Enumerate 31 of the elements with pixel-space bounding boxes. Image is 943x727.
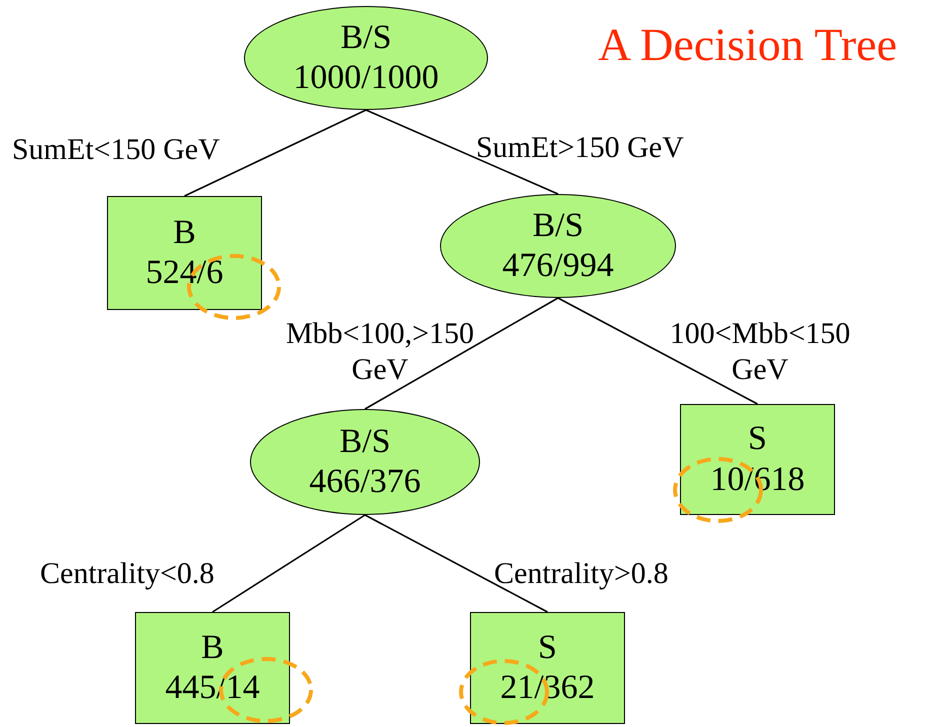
edge-label: Centrality>0.8 <box>494 556 670 592</box>
connector-line <box>364 514 548 613</box>
edge-label: 100<Mbb<150 GeV <box>668 316 852 388</box>
edge-label: Mbb<100,>150 GeV <box>284 316 475 388</box>
leaf-node-box <box>107 196 262 310</box>
event-count: 1000/1000 <box>293 58 439 98</box>
edge-label: Centrality<0.8 <box>40 556 216 592</box>
connector-line <box>558 297 758 405</box>
leaf-node-box <box>470 612 625 724</box>
event-count: 21/362 <box>500 668 595 708</box>
edge-label: SumEt<150 GeV <box>12 132 221 168</box>
event-count: 10/618 <box>710 460 805 500</box>
connector-line <box>212 514 366 613</box>
leaf-node-box <box>135 612 290 724</box>
class-label: B/S <box>532 206 584 246</box>
event-count: 466/376 <box>309 462 421 502</box>
class-label: B <box>173 212 196 253</box>
class-label: S <box>538 628 557 668</box>
event-count: 476/994 <box>502 246 614 286</box>
edge-label: SumEt>150 GeV <box>476 130 685 166</box>
diagram-title: A Decision Tree <box>597 18 898 71</box>
class-label: S <box>748 419 767 460</box>
connector-line <box>184 109 366 197</box>
event-count: 445/14 <box>165 668 260 708</box>
class-label: B/S <box>340 18 392 58</box>
connector-line <box>364 297 558 410</box>
class-label: B/S <box>339 422 391 462</box>
leaf-node-box <box>680 404 835 515</box>
class-label: B <box>201 628 224 668</box>
event-count: 524/6 <box>146 253 224 293</box>
connector-line <box>366 109 558 195</box>
